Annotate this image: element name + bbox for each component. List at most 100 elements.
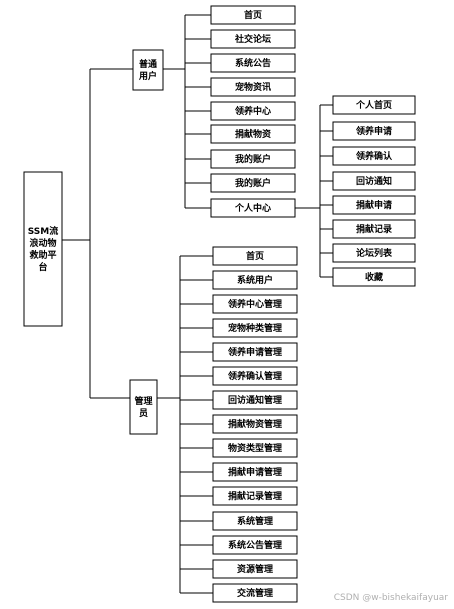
- sub-node-1: 领养申请: [332, 121, 416, 141]
- sub-node-7-label: 收藏: [365, 271, 383, 283]
- child-node-admin-2-label: 领养中心管理: [228, 298, 282, 310]
- child-node-user-3-box: [210, 77, 296, 97]
- child-node-user-2: 系统公告: [210, 53, 296, 73]
- child-node-admin-8-label: 物资类型管理: [228, 442, 282, 454]
- child-node-admin-1: 系统用户: [212, 270, 298, 290]
- root-node-label: SSM流: [28, 225, 59, 237]
- group-node-user-label: 普通: [139, 58, 157, 70]
- child-node-admin-14: 交流管理: [212, 583, 298, 603]
- child-node-user-0: 首页: [210, 5, 296, 25]
- child-node-user-6: 我的账户: [210, 149, 296, 169]
- sub-node-2-label: 领养确认: [356, 150, 393, 162]
- child-node-user-6-label: 我的账户: [235, 153, 271, 165]
- child-node-user-1-box: [210, 29, 296, 49]
- sub-node-4-box: [332, 195, 416, 215]
- sub-node-3-box: [332, 171, 416, 191]
- child-node-admin-3-box: [212, 318, 298, 338]
- child-node-admin-13-label: 资源管理: [237, 563, 273, 575]
- child-node-admin-0: 首页: [212, 246, 298, 266]
- sub-node-6-label: 论坛列表: [356, 247, 393, 259]
- group-node-user-label: 用户: [138, 70, 157, 82]
- group-node-user-box: [132, 49, 164, 91]
- child-node-admin-4-label: 领养申请管理: [228, 346, 282, 358]
- child-node-user-7-label: 我的账户: [235, 177, 271, 189]
- child-node-admin-11-label: 系统管理: [237, 515, 273, 527]
- child-node-user-1: 社交论坛: [210, 29, 296, 49]
- sub-node-5-label: 捐献记录: [356, 223, 392, 235]
- child-node-admin-4: 领养申请管理: [212, 342, 298, 362]
- child-node-user-3: 宠物资讯: [210, 77, 296, 97]
- child-node-user-4-box: [210, 101, 296, 121]
- watermark: CSDN @w-bishekaifayuar: [334, 593, 449, 603]
- child-node-admin-5-box: [212, 366, 298, 386]
- sub-node-4-label: 捐献申请: [356, 199, 392, 211]
- sub-node-4: 捐献申请: [332, 195, 416, 215]
- child-node-admin-11-box: [212, 511, 298, 531]
- child-node-admin-13-box: [212, 559, 298, 579]
- child-node-admin-1-label: 系统用户: [237, 274, 273, 286]
- sub-node-5: 捐献记录: [332, 219, 416, 239]
- child-node-user-4-label: 领养中心: [235, 105, 271, 117]
- child-node-admin-8-box: [212, 438, 298, 458]
- child-node-admin-6: 回访通知管理: [212, 390, 298, 410]
- child-node-user-3-label: 宠物资讯: [235, 81, 271, 93]
- child-node-user-5-label: 捐献物资: [235, 128, 271, 140]
- child-node-admin-2: 领养中心管理: [212, 294, 298, 314]
- child-node-user-2-label: 系统公告: [235, 57, 271, 69]
- child-node-admin-9-label: 捐献申请管理: [228, 466, 282, 478]
- child-node-user-5-box: [210, 124, 296, 144]
- child-node-admin-10: 捐献记录管理: [212, 486, 298, 506]
- child-node-admin-12: 系统公告管理: [212, 535, 298, 555]
- sub-node-7: 收藏: [332, 267, 416, 287]
- sub-node-1-box: [332, 121, 416, 141]
- child-node-admin-6-box: [212, 390, 298, 410]
- child-node-user-8: 个人中心: [210, 198, 296, 218]
- child-node-admin-5-label: 领养确认管理: [228, 370, 282, 382]
- group-node-admin-box: [129, 379, 158, 435]
- group-node-admin-label: 管理: [134, 395, 152, 407]
- child-node-user-6-box: [210, 149, 296, 169]
- child-node-admin-10-box: [212, 486, 298, 506]
- child-node-user-5: 捐献物资: [210, 124, 296, 144]
- child-node-admin-8: 物资类型管理: [212, 438, 298, 458]
- child-node-admin-7-label: 捐献物资管理: [228, 418, 282, 430]
- root-node-label: 浪动物: [29, 237, 56, 249]
- sub-node-3: 回访通知: [332, 171, 416, 191]
- child-node-admin-12-box: [212, 535, 298, 555]
- sub-node-1-label: 领养申请: [356, 125, 392, 137]
- sub-node-7-box: [332, 267, 416, 287]
- child-node-admin-3: 宠物种类管理: [212, 318, 298, 338]
- group-node-admin: 管理员: [129, 379, 158, 435]
- child-node-user-7-box: [210, 173, 296, 193]
- child-node-admin-9-box: [212, 462, 298, 482]
- child-node-user-8-label: 个人中心: [234, 202, 271, 214]
- sub-node-6-box: [332, 243, 416, 263]
- diagram-nodes: SSM流浪动物救助平台普通用户首页社交论坛系统公告宠物资讯领养中心捐献物资我的账…: [23, 5, 416, 603]
- child-node-admin-11: 系统管理: [212, 511, 298, 531]
- child-node-admin-10-label: 捐献记录管理: [228, 490, 282, 502]
- sub-node-6: 论坛列表: [332, 243, 416, 263]
- sub-node-0: 个人首页: [332, 95, 416, 115]
- sub-node-2: 领养确认: [332, 146, 416, 166]
- child-node-user-2-box: [210, 53, 296, 73]
- child-node-admin-6-label: 回访通知管理: [228, 394, 282, 406]
- child-node-admin-3-label: 宠物种类管理: [228, 322, 282, 334]
- child-node-user-4: 领养中心: [210, 101, 296, 121]
- root-node-label: 救助平: [29, 249, 56, 261]
- child-node-admin-9: 捐献申请管理: [212, 462, 298, 482]
- child-node-admin-7-box: [212, 414, 298, 434]
- child-node-admin-12-label: 系统公告管理: [228, 539, 282, 551]
- child-node-user-1-label: 社交论坛: [234, 33, 271, 45]
- connector-lines: [62, 14, 333, 594]
- root-node-box: [23, 171, 63, 327]
- child-node-admin-1-box: [212, 270, 298, 290]
- sub-node-3-label: 回访通知: [356, 175, 392, 187]
- root-node-label: 台: [38, 261, 47, 273]
- child-node-admin-2-box: [212, 294, 298, 314]
- sub-node-0-label: 个人首页: [355, 99, 392, 111]
- child-node-user-8-box: [210, 198, 296, 218]
- group-node-admin-label: 员: [139, 408, 148, 419]
